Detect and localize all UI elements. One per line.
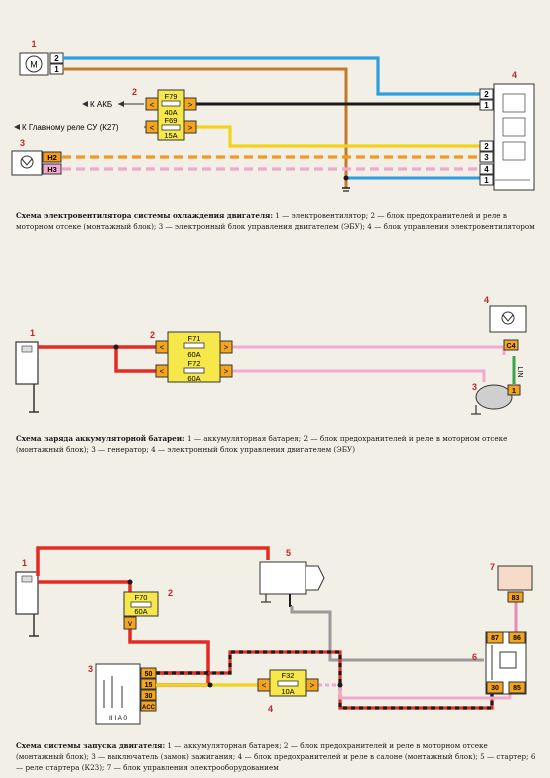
marker-2: 2	[150, 330, 155, 340]
wire-blue	[63, 56, 480, 96]
marker-5: 5	[286, 548, 291, 558]
marker-4: 4	[512, 70, 517, 80]
ignition-switch: II I A 0 50 15 30 ACC	[95, 663, 157, 725]
marker-2: 2	[132, 87, 137, 97]
svg-text:10A: 10A	[281, 687, 294, 696]
svg-text:83: 83	[512, 595, 520, 602]
label-main-relay: К Главному реле СУ (К27)	[22, 123, 119, 132]
ecu-block: H2 H3	[11, 150, 62, 176]
starter-relay: 87 86 30 85	[485, 631, 527, 695]
caption-starting: Схема системы запуска двигателя: 1 — акк…	[16, 741, 536, 772]
svg-text:30: 30	[145, 693, 153, 700]
ecu-charging: C4 LIN	[489, 305, 527, 378]
fan-motor: M 2 1	[19, 52, 64, 76]
svg-text:F70: F70	[135, 593, 148, 602]
svg-text:1: 1	[484, 101, 489, 110]
svg-text:<: <	[160, 367, 165, 376]
ecu-starting	[497, 565, 533, 591]
svg-text:>: >	[224, 343, 229, 352]
marker-6: 6	[472, 652, 477, 662]
fan-control-block: 2 1 2 3 4 1	[479, 83, 535, 191]
wire-pink-bottom	[232, 369, 486, 382]
svg-text:1: 1	[484, 176, 489, 185]
fuse-block-fan: > > < < F79 40A F69 15A	[145, 89, 197, 141]
svg-text:>: >	[224, 367, 229, 376]
marker-3: 3	[472, 382, 477, 392]
svg-text:<: <	[150, 101, 155, 110]
battery	[15, 341, 39, 413]
diagram-starting: 1 F70 60A v 2 5 II I A 0	[15, 546, 533, 725]
wire-red-f70	[38, 580, 132, 592]
fuse-f69-rating: 15A	[164, 131, 177, 140]
fuse-block-charging: < < > > F71 60A F72 60A	[155, 331, 233, 383]
marker-3: 3	[88, 664, 93, 674]
svg-text:>: >	[188, 124, 193, 133]
diagram-fan: M 2 1 1 К АКБ К Главному реле СУ (К27) >	[11, 39, 535, 192]
svg-text:60A: 60A	[187, 374, 200, 383]
caption-fan: Схема электровентилятора системы охлажде…	[16, 211, 535, 231]
fuse-f70: F70 60A v	[123, 591, 159, 630]
svg-text:v: v	[128, 619, 132, 628]
svg-text:4: 4	[484, 165, 489, 174]
svg-text:2: 2	[484, 142, 489, 151]
starter	[259, 561, 325, 603]
svg-text:F72: F72	[188, 359, 201, 368]
wire-yellow	[196, 125, 480, 148]
svg-text:50: 50	[145, 671, 153, 678]
svg-text:<: <	[262, 681, 267, 690]
fuse-f79-rating: 40A	[164, 108, 177, 117]
wire-pink-relay	[338, 685, 512, 700]
svg-text:86: 86	[513, 635, 521, 642]
svg-text:ACC: ACC	[142, 705, 156, 711]
svg-text:60A: 60A	[187, 350, 200, 359]
svg-text:60A: 60A	[134, 607, 147, 616]
lin-label: LIN	[516, 367, 523, 378]
svg-text:<: <	[150, 124, 155, 133]
svg-text:II I A 0: II I A 0	[109, 715, 127, 722]
fuse-f32: < > F32 10A	[257, 669, 319, 697]
svg-text:87: 87	[491, 635, 499, 642]
battery	[15, 571, 39, 615]
label-akb: К АКБ	[90, 100, 112, 109]
svg-text:2: 2	[484, 90, 489, 99]
diagram-charging: 1 < < > > F71 60A F72 60A 2	[15, 295, 527, 415]
caption-charging: Схема заряда аккумуляторной батареи: 1 —…	[16, 434, 508, 454]
wire-red-starter	[36, 546, 270, 576]
marker-4: 4	[268, 704, 273, 714]
motor-symbol: M	[30, 60, 38, 70]
wire-red-bottom	[114, 347, 156, 373]
motor-pin-1: 1	[54, 65, 59, 74]
marker-1: 1	[30, 328, 35, 338]
marker-7: 7	[490, 562, 495, 572]
marker-2: 2	[168, 588, 173, 598]
marker-4: 4	[484, 295, 489, 305]
fuse-f79-name: F79	[165, 92, 178, 101]
svg-text:F32: F32	[282, 671, 295, 680]
svg-text:85: 85	[513, 685, 521, 692]
svg-text:15: 15	[145, 682, 153, 689]
generator: 1	[471, 384, 521, 415]
marker-3: 3	[20, 138, 25, 148]
svg-text:C4: C4	[507, 343, 516, 350]
svg-text:<: <	[160, 343, 165, 352]
svg-text:1: 1	[512, 388, 516, 395]
ecu-pin-h3: H3	[47, 165, 57, 174]
marker-1: 1	[22, 558, 27, 568]
wire-brown	[63, 67, 348, 188]
ecu-pin-h2: H2	[47, 153, 57, 162]
svg-text:3: 3	[484, 153, 489, 162]
svg-text:30: 30	[491, 685, 499, 692]
svg-text:>: >	[310, 681, 315, 690]
marker-1: 1	[31, 39, 36, 49]
wire-pink-top	[232, 345, 506, 355]
svg-text:>: >	[188, 101, 193, 110]
svg-text:F71: F71	[188, 334, 201, 343]
fuse-f69-name: F69	[165, 116, 178, 125]
motor-pin-2: 2	[54, 54, 59, 63]
wire-gray-relay	[290, 606, 484, 662]
